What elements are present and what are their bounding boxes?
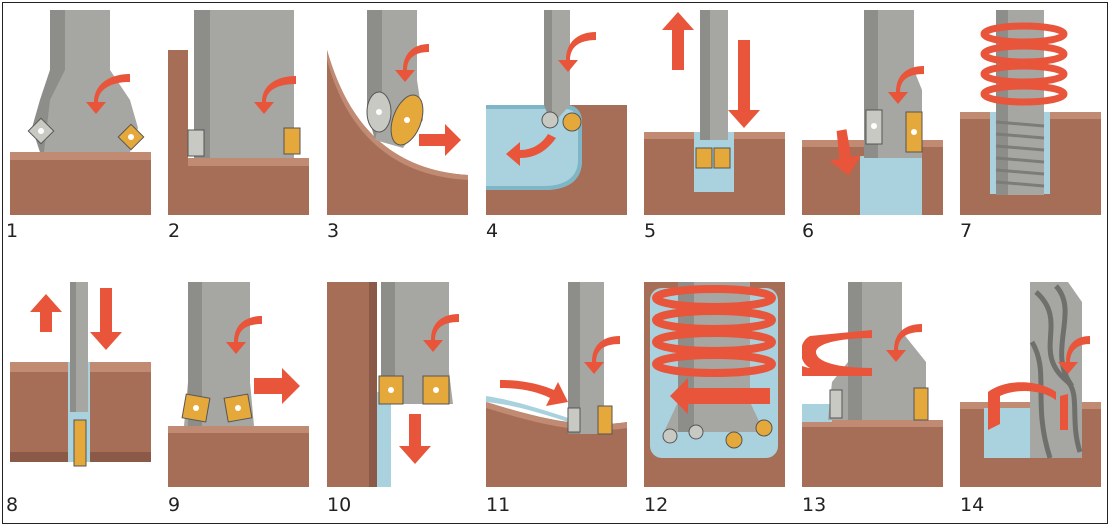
cut-off-icon bbox=[10, 282, 151, 487]
operation-number-9: 9 bbox=[168, 496, 180, 515]
operation-panel-4 bbox=[486, 10, 627, 215]
operation-panel-1 bbox=[10, 10, 151, 215]
operation-number-2: 2 bbox=[168, 222, 180, 241]
profile-milling-icon bbox=[327, 10, 468, 215]
operation-panel-13 bbox=[802, 282, 943, 487]
operation-number-5: 5 bbox=[644, 222, 656, 241]
operation-panel-2 bbox=[168, 10, 309, 215]
cavity-milling-icon bbox=[486, 10, 627, 215]
operation-number-12: 12 bbox=[644, 496, 668, 515]
operation-panel-11 bbox=[486, 282, 627, 487]
operation-panel-14 bbox=[960, 282, 1101, 487]
helical-drilling-icon bbox=[960, 282, 1101, 487]
operation-panel-6 bbox=[802, 10, 943, 215]
operation-panel-9 bbox=[168, 282, 309, 487]
slot-plunging-icon bbox=[644, 10, 785, 215]
plunge-milling-icon bbox=[327, 282, 468, 487]
chamfer-milling-icon bbox=[802, 10, 943, 215]
operation-number-8: 8 bbox=[6, 496, 18, 515]
operation-panel-7 bbox=[960, 10, 1101, 215]
high-feed-milling-icon bbox=[168, 282, 309, 487]
operation-number-1: 1 bbox=[6, 222, 18, 241]
operation-panel-5 bbox=[644, 10, 785, 215]
operation-panel-3 bbox=[327, 10, 468, 215]
shoulder-milling-icon bbox=[168, 10, 309, 215]
operation-number-13: 13 bbox=[802, 496, 826, 515]
ramping-icon bbox=[486, 282, 627, 487]
operation-number-14: 14 bbox=[960, 496, 984, 515]
operation-number-6: 6 bbox=[802, 222, 814, 241]
operation-number-3: 3 bbox=[327, 222, 339, 241]
face-milling-icon bbox=[10, 10, 151, 215]
operation-number-7: 7 bbox=[960, 222, 972, 241]
operation-panel-12 bbox=[644, 282, 785, 487]
operation-number-10: 10 bbox=[327, 496, 351, 515]
operation-number-11: 11 bbox=[486, 496, 510, 515]
trochoidal-milling-icon bbox=[802, 282, 943, 487]
thread-milling-icon bbox=[960, 10, 1101, 215]
operation-panel-10 bbox=[327, 282, 468, 487]
operation-number-4: 4 bbox=[486, 222, 498, 241]
operation-panel-8 bbox=[10, 282, 151, 487]
circular-interpolation-icon bbox=[644, 282, 785, 487]
